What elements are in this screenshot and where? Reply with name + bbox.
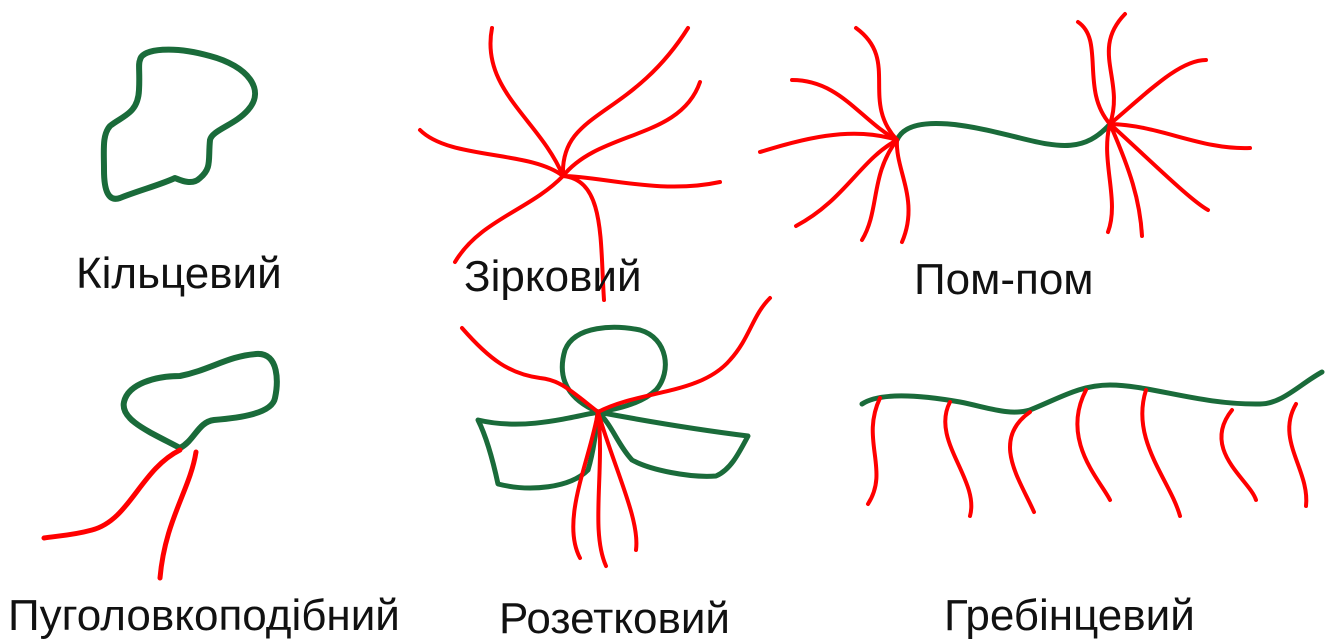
ring-figure (104, 50, 255, 199)
pompom-arm (760, 134, 897, 152)
comb-flagellum (1077, 390, 1110, 500)
pompom-arm (796, 140, 897, 226)
pompom-arm (1110, 60, 1206, 124)
comb-flagellum (868, 398, 880, 504)
rosette-arm (598, 412, 636, 550)
pompom-arm (1109, 14, 1125, 124)
star-arm (563, 176, 720, 187)
pompom-arm (862, 140, 897, 240)
comb-label: Гребінцевий (944, 594, 1195, 638)
pompom-figure (760, 14, 1250, 242)
tadpole-tail (44, 450, 180, 538)
comb-flagellum (1010, 412, 1034, 512)
tadpole-label: Пуголовкоподібний (8, 594, 400, 638)
star-arm (455, 176, 563, 262)
ring-loop (104, 50, 255, 199)
comb-body (862, 372, 1322, 412)
rosette-loop (562, 327, 665, 412)
pompom-arm (1107, 124, 1112, 232)
rosette-label: Розетковий (499, 597, 730, 641)
pompom-arm (1078, 22, 1110, 124)
pompom-arm (856, 28, 897, 140)
pompom-label: Пом-пом (914, 258, 1094, 302)
comb-flagellum (1289, 404, 1306, 506)
rosette-arm (573, 412, 598, 558)
comb-figure (862, 372, 1322, 516)
tadpole-figure (44, 354, 277, 578)
star-label: Зірковий (464, 255, 642, 299)
rosette-arm (598, 298, 770, 412)
comb-flagellum (1221, 410, 1256, 500)
star-arm (563, 28, 688, 176)
pompom-body (897, 123, 1110, 145)
tadpole-tail (160, 452, 196, 578)
ring-label: Кільцевий (76, 252, 282, 296)
comb-flagellum (1142, 390, 1180, 516)
pompom-arm (1110, 124, 1208, 210)
rosette-figure (462, 298, 770, 566)
star-arm (490, 28, 563, 176)
comb-flagellum (945, 402, 971, 516)
tadpole-head (124, 354, 277, 448)
pompom-arm (897, 140, 909, 242)
rosette-loop (598, 412, 748, 476)
